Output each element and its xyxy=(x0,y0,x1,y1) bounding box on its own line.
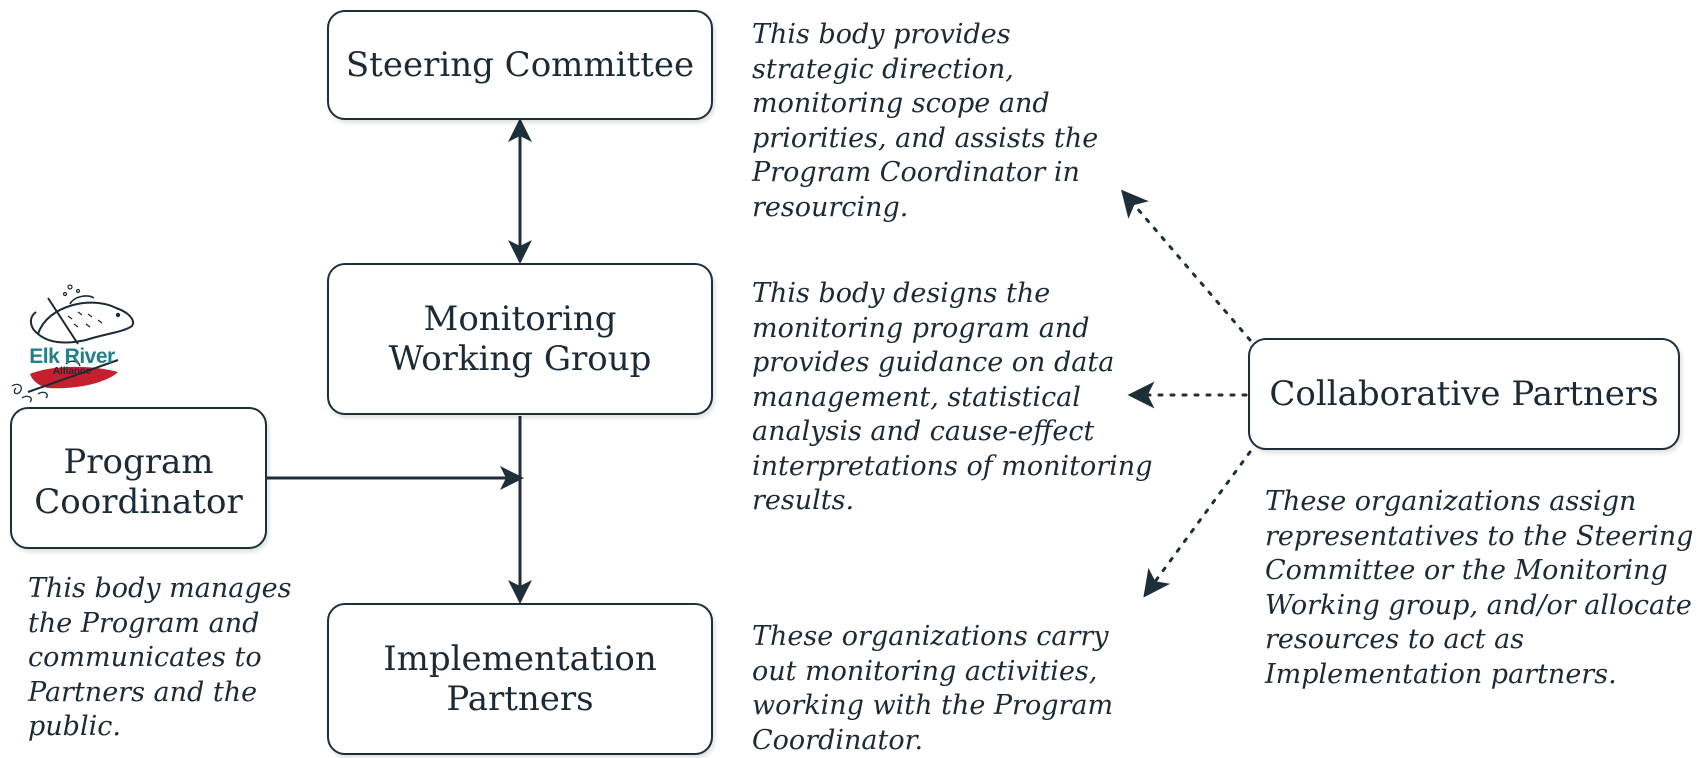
implementation-partners-description: These organizations carry out monitoring… xyxy=(752,621,1114,756)
steering-committee-description: This body provides strategic direction, … xyxy=(752,19,1099,223)
program-coordinator-description: This body manages the Program and commun… xyxy=(28,573,292,742)
implementation-partners-box: Implementation Partners xyxy=(327,603,713,755)
program-coordinator-box: Program Coordinator xyxy=(10,407,267,549)
logo-subtitle-text: Alliance xyxy=(52,366,92,377)
monitoring-working-group-description: This body designs the monitoring program… xyxy=(752,278,1153,516)
fish-kayak-icon xyxy=(11,284,134,403)
logo-name-text: Elk River xyxy=(29,345,115,368)
monitoring-working-group-box: Monitoring Working Group xyxy=(327,263,713,415)
steering-committee-label: Steering Committee xyxy=(345,44,695,85)
steering-committee-box: Steering Committee xyxy=(327,10,713,120)
collaborative-partners-box: Collaborative Partners xyxy=(1248,338,1680,450)
collaborative-partners-description: These organizations assign representativ… xyxy=(1265,486,1694,690)
elk-river-alliance-logo: Elk River Alliance xyxy=(8,282,136,424)
program-coordinator-label: Program Coordinator xyxy=(34,441,243,522)
monitoring-working-group-label: Monitoring Working Group xyxy=(388,298,652,379)
collaborative-partners-label: Collaborative Partners xyxy=(1269,373,1659,414)
implementation-partners-label: Implementation Partners xyxy=(383,638,657,719)
